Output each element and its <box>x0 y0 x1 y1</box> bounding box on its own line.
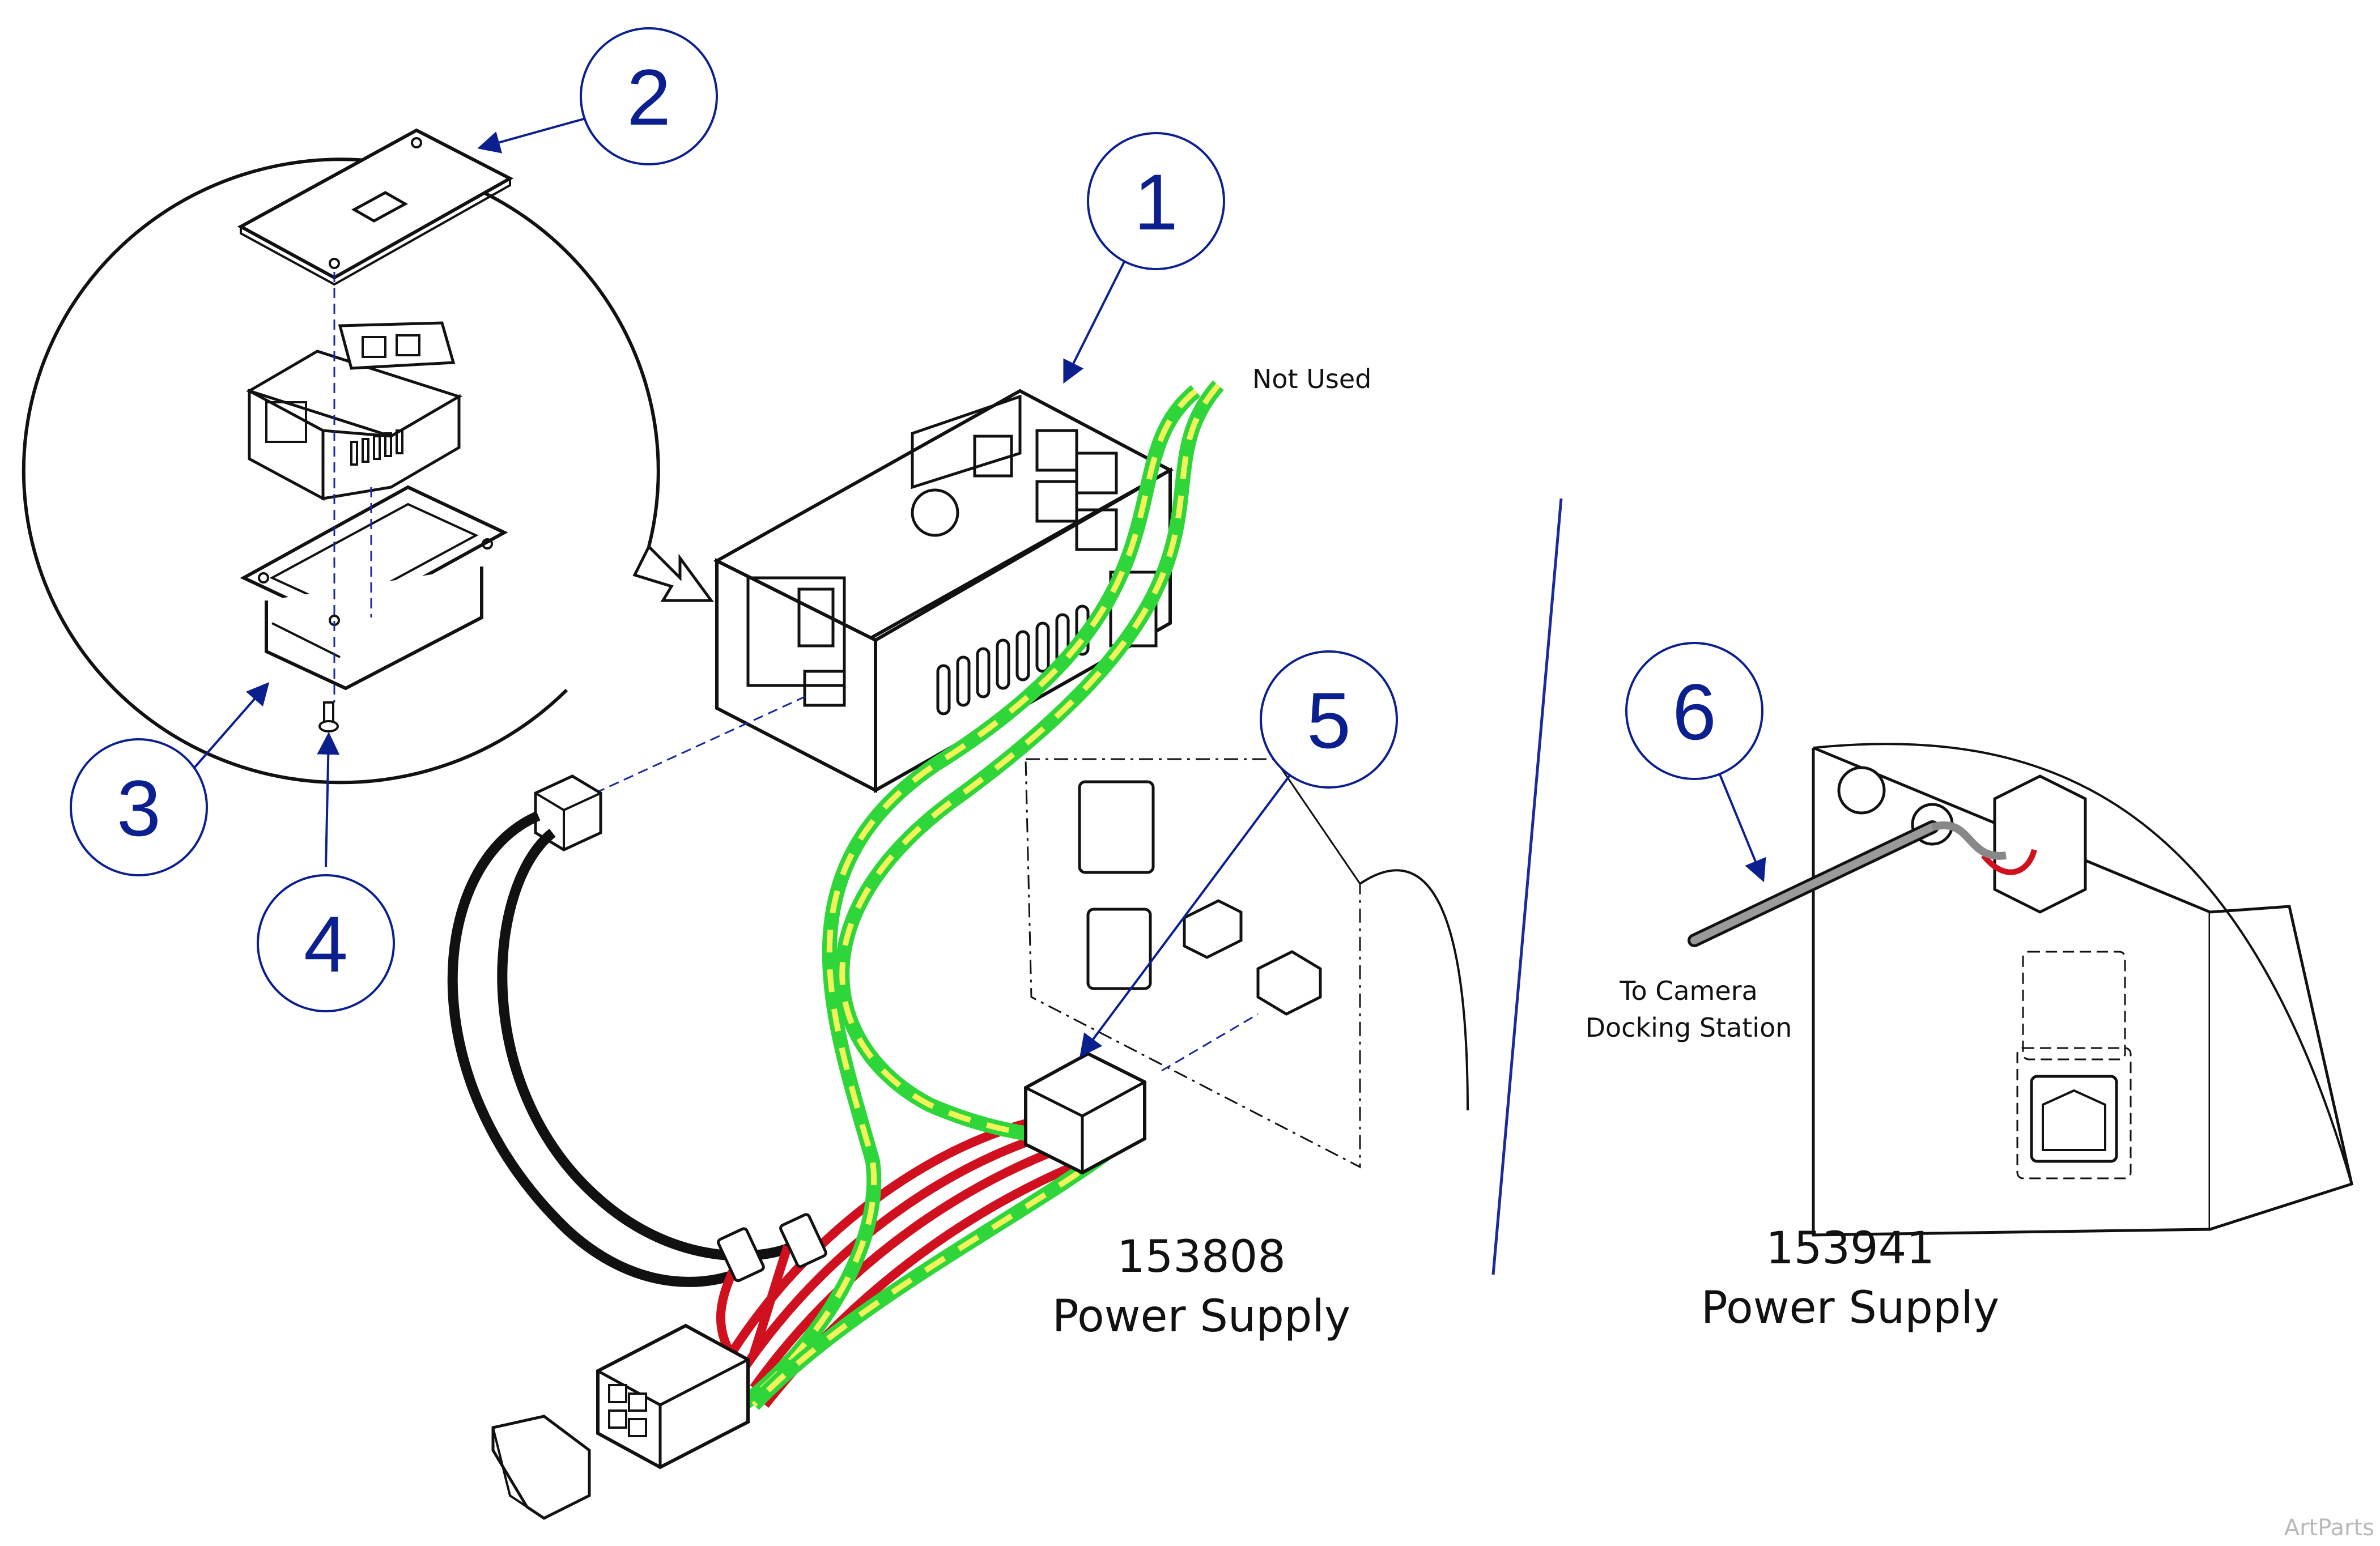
balloon-number: 6 <box>1672 667 1716 756</box>
detail-circle <box>22 157 660 785</box>
power-switch-module <box>713 389 1174 794</box>
balloon-number: 2 <box>627 53 671 142</box>
connector-alignment-line <box>594 696 805 794</box>
detail-pointer-arrow <box>632 544 714 602</box>
six-pin-connector <box>1024 1051 1146 1175</box>
red-wire-bundle <box>716 1111 1101 1408</box>
leader-arrows <box>186 118 1766 1058</box>
inline-connector <box>717 1213 827 1283</box>
right-part-number: 153941 <box>1766 1223 1935 1274</box>
left-part-name: Power Supply <box>1052 1291 1350 1342</box>
housing-box <box>240 485 508 691</box>
cover-plate <box>237 128 514 286</box>
balloon-5: 5 <box>1260 650 1398 789</box>
eight-pin-connector <box>596 1323 750 1470</box>
camera-cable <box>1931 821 2007 860</box>
black-wire <box>497 828 796 1261</box>
power-supply-153808 <box>1025 758 1469 1169</box>
mating-plug <box>491 1415 591 1520</box>
balloon-number: 1 <box>1134 157 1178 246</box>
balloon-1: 1 <box>1087 132 1225 270</box>
watermark: ArtParts <box>2284 1515 2374 1541</box>
balloon-3: 3 <box>70 738 208 876</box>
balloon-number: 3 <box>117 764 161 853</box>
left-part-number: 153808 <box>1117 1232 1286 1283</box>
switch-module-small <box>245 321 463 501</box>
black-wire <box>447 811 751 1287</box>
screw <box>318 701 339 732</box>
balloon-6: 6 <box>1625 642 1763 780</box>
not-used-label: Not Used <box>1252 364 1371 394</box>
camera-label-line1: To Camera <box>1619 976 1758 1006</box>
balloon-2: 2 <box>580 27 718 165</box>
right-part-name: Power Supply <box>1701 1283 1999 1334</box>
green-yellow-wire <box>738 380 1224 1411</box>
detail-view <box>22 128 714 785</box>
balloon-number: 5 <box>1307 676 1351 765</box>
balloon-4: 4 <box>257 874 395 1012</box>
balloon-number: 4 <box>304 900 348 989</box>
camera-label-line2: Docking Station <box>1586 1012 1792 1043</box>
small-connector <box>534 774 602 851</box>
section-divider <box>1491 498 1563 1275</box>
power-supply-153941 <box>1812 743 2353 1237</box>
camera-cable <box>1690 823 1936 944</box>
